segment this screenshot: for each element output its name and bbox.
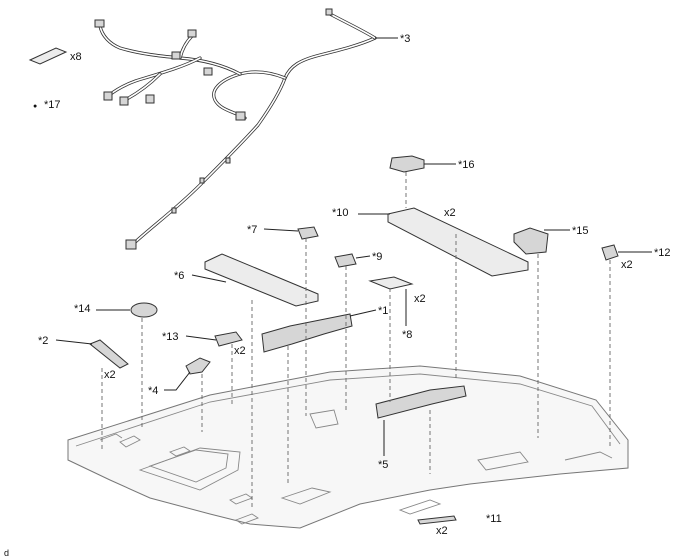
part-13	[214, 331, 243, 347]
part-8	[368, 276, 414, 290]
callout-17: *17	[44, 99, 61, 111]
part-16	[389, 155, 425, 173]
part-14	[130, 302, 158, 318]
quantity-label: x2	[234, 345, 246, 357]
part-2-strip	[89, 339, 129, 369]
leader-lines	[55, 37, 652, 456]
callout-6: *6	[174, 270, 184, 282]
part-1-bracket	[261, 313, 353, 353]
callout-5: *5	[378, 459, 388, 471]
roof-headliner	[67, 365, 629, 529]
wire-harness	[94, 8, 377, 250]
dashed-guide-lines	[101, 172, 611, 510]
callout-11: *11	[486, 513, 502, 525]
part-12	[601, 244, 619, 261]
callout-10: *10	[332, 207, 349, 219]
callout-12: *12	[654, 247, 671, 259]
callout-13: *13	[162, 331, 179, 343]
callout-9: *9	[372, 251, 382, 263]
callout-14: *14	[74, 303, 91, 315]
part-9	[334, 253, 357, 268]
part-10-panel	[387, 207, 529, 277]
part-11-strip	[417, 515, 457, 525]
quantity-label: x2	[621, 259, 633, 271]
part-6-pad	[204, 253, 319, 307]
callout-8: *8	[402, 329, 412, 341]
callout-16: *16	[458, 159, 475, 171]
callout-7: *7	[247, 224, 257, 236]
callout-4: *4	[148, 385, 158, 397]
part-4	[185, 357, 211, 375]
quantity-label: x2	[104, 369, 116, 381]
callout-15: *15	[572, 225, 589, 237]
part-7	[297, 226, 319, 240]
quantity-label: x8	[70, 51, 82, 63]
figure-id: d	[4, 548, 9, 558]
quantity-label: x2	[444, 207, 456, 219]
quantity-label: x2	[414, 293, 426, 305]
callout-3: *3	[400, 33, 410, 45]
part-5-bracket	[375, 385, 467, 419]
part-15	[513, 227, 549, 255]
callout-1: *1	[378, 305, 388, 317]
tape-part	[28, 47, 68, 65]
legend-bullet: ●	[33, 103, 37, 110]
quantity-label: x2	[436, 525, 448, 537]
callout-2: *2	[38, 335, 48, 347]
